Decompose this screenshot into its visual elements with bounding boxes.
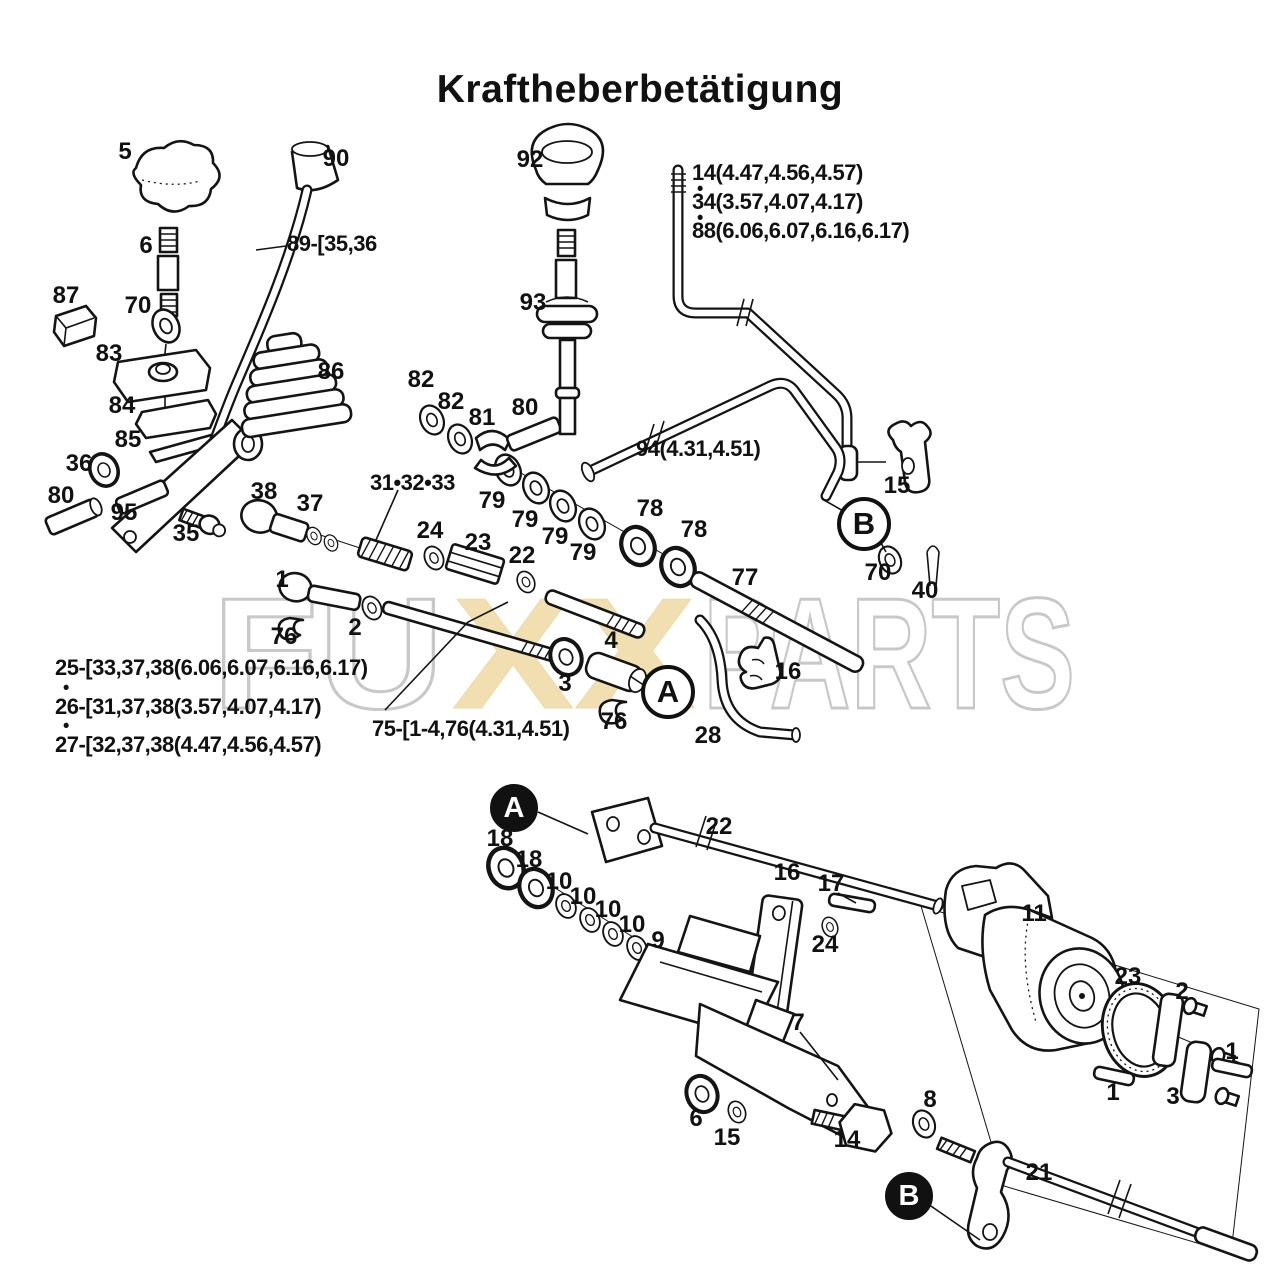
sleeve-23 [444,543,506,585]
knob-92 [530,122,605,300]
pin-1-right [1210,1057,1254,1079]
pin-17 [827,892,877,914]
plate-84 [134,396,218,440]
nut-6-lower [681,1072,722,1117]
pin-95 [114,479,170,515]
washer-82a [414,400,450,440]
block-87 [52,304,98,348]
pedal-7 [618,914,878,1140]
pin-1-mid [1092,1065,1136,1087]
cotter-pin-40 [926,545,940,587]
washer-79c [544,485,582,527]
rod-28 [694,614,801,743]
washer-37b [321,532,341,554]
washer-15-lower [724,1097,750,1127]
rod-77 [689,571,865,673]
washer-10c [598,917,628,951]
washer-82b [442,419,478,459]
knob-5 [132,139,221,213]
nut-36 [82,447,126,493]
ball-pin-38 [240,498,310,543]
clip-76 [277,616,305,641]
stub-thread [935,1136,977,1164]
tube-88 [671,164,886,482]
clip-76b [598,698,628,725]
washer-70 [146,304,186,348]
rod-21 [1002,1156,1259,1262]
lever-b [966,1140,1013,1250]
tube-94 [580,377,853,517]
rod-mid [544,589,646,639]
nut-78a [615,522,660,571]
bracket-a [590,796,664,864]
clevis-15 [887,420,932,494]
clamp-16 [737,636,782,690]
bolt-14 [810,1102,893,1153]
stud-6 [156,226,180,318]
plate-83 [112,343,212,404]
pin-80b [505,416,563,452]
bolt-1 [278,571,563,664]
turnbuckle-31-33 [356,536,414,572]
page-title: Kraftheberbetätigung [436,68,844,111]
bushing-81 [473,429,518,476]
washer-10b [575,903,605,937]
pin-80 [44,497,103,536]
washer-24-lower [818,914,842,940]
rod-22-lower [649,815,944,915]
ball-joint-35 [177,507,227,538]
washer-79d [573,503,611,545]
boot-93 [535,296,599,436]
actuator-11 [943,862,1126,1052]
washer-10a [551,889,581,923]
lever-90 [110,141,340,554]
boot-86 [240,331,353,439]
washer-8 [907,1106,941,1142]
